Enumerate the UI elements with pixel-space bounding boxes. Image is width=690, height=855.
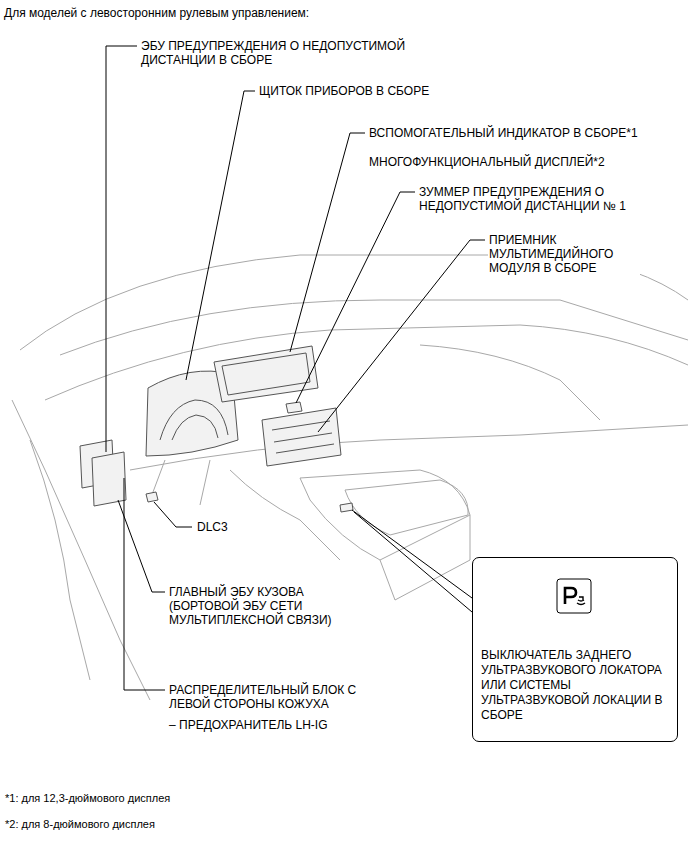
footnote: *2: для 8-дюймового дисплея (4, 817, 156, 831)
part-label: ГЛАВНЫЙ ЭБУ КУЗОВА (БОРТОВОЙ ЭБУ СЕТИ МУ… (168, 585, 350, 627)
part-label: – ПРЕДОХРАНИТЕЛЬ LH-IG (168, 718, 328, 732)
leader-line (290, 133, 365, 352)
leader-line (154, 502, 192, 527)
leader-line (186, 91, 255, 380)
sonar-waves (577, 597, 585, 605)
part-label: DLC3 (196, 520, 229, 534)
steering-column (150, 460, 210, 505)
floor-line (230, 470, 340, 560)
body-ecu (92, 452, 126, 506)
part-label: ПРИЕМНИК МУЛЬТИМЕДИЙНОГО МОДУЛЯ В СБОРЕ (488, 233, 640, 275)
buzzer (286, 402, 302, 413)
leader-line (354, 512, 472, 612)
part-label: РАСПРЕДЕЛИТЕЛЬНЫЙ БЛОК С ЛЕВОЙ СТОРОНЫ К… (168, 683, 390, 711)
part-label: ЭБУ ПРЕДУПРЕЖДЕНИЯ О НЕДОПУСТИМОЙ ДИСТАН… (140, 39, 452, 67)
leader-line (118, 500, 165, 592)
leader-lines (106, 46, 485, 690)
door-line (12, 400, 150, 700)
leader-line (296, 192, 415, 403)
leader-line (124, 478, 165, 690)
dash-right (420, 345, 600, 420)
receiver-face (272, 421, 334, 453)
part-label: ВСПОМОГАТЕЛЬНЫЙ ИНДИКАТОР В СБОРЕ*1 (368, 126, 639, 140)
multimedia-receiver (262, 408, 341, 466)
console (300, 470, 470, 560)
multi-display (214, 346, 318, 402)
switch-frame (557, 579, 591, 613)
part-label: ЗУММЕР ПРЕДУПРЕЖДЕНИЯ О НЕДОПУСТИМОЙ ДИС… (418, 185, 652, 213)
dlc3-connector (146, 492, 158, 502)
diagram-title: Для моделей с левосторонним рулевым упра… (4, 6, 309, 20)
sonar-switch (340, 503, 353, 512)
meter-dial (160, 400, 228, 440)
display-screen (222, 353, 310, 395)
armrest (345, 480, 468, 535)
part-label: МНОГОФУНКЦИОНАЛЬНЫЙ ДИСПЛЕЙ*2 (368, 155, 606, 169)
footnote: *1: для 12,3-дюймового дисплея (4, 791, 171, 805)
leader-line (352, 510, 472, 598)
leader-line (318, 240, 485, 432)
switch-callout-box: ВЫКЛЮЧАТЕЛЬ ЗАДНЕГО УЛЬТРАЗВУКОВОГО ЛОКА… (472, 557, 678, 742)
switch-label: ВЫКЛЮЧАТЕЛЬ ЗАДНЕГО УЛЬТРАЗВУКОВОГО ЛОКА… (481, 648, 671, 723)
meter-dial-inner (172, 415, 218, 440)
windshield-line (60, 300, 688, 355)
parking-p-symbol (565, 588, 576, 604)
part-label: ЩИТОК ПРИБОРОВ В СБОРЕ (258, 84, 430, 98)
dash-top (45, 325, 688, 400)
leader-line (106, 46, 137, 452)
switch-icon (556, 578, 592, 614)
